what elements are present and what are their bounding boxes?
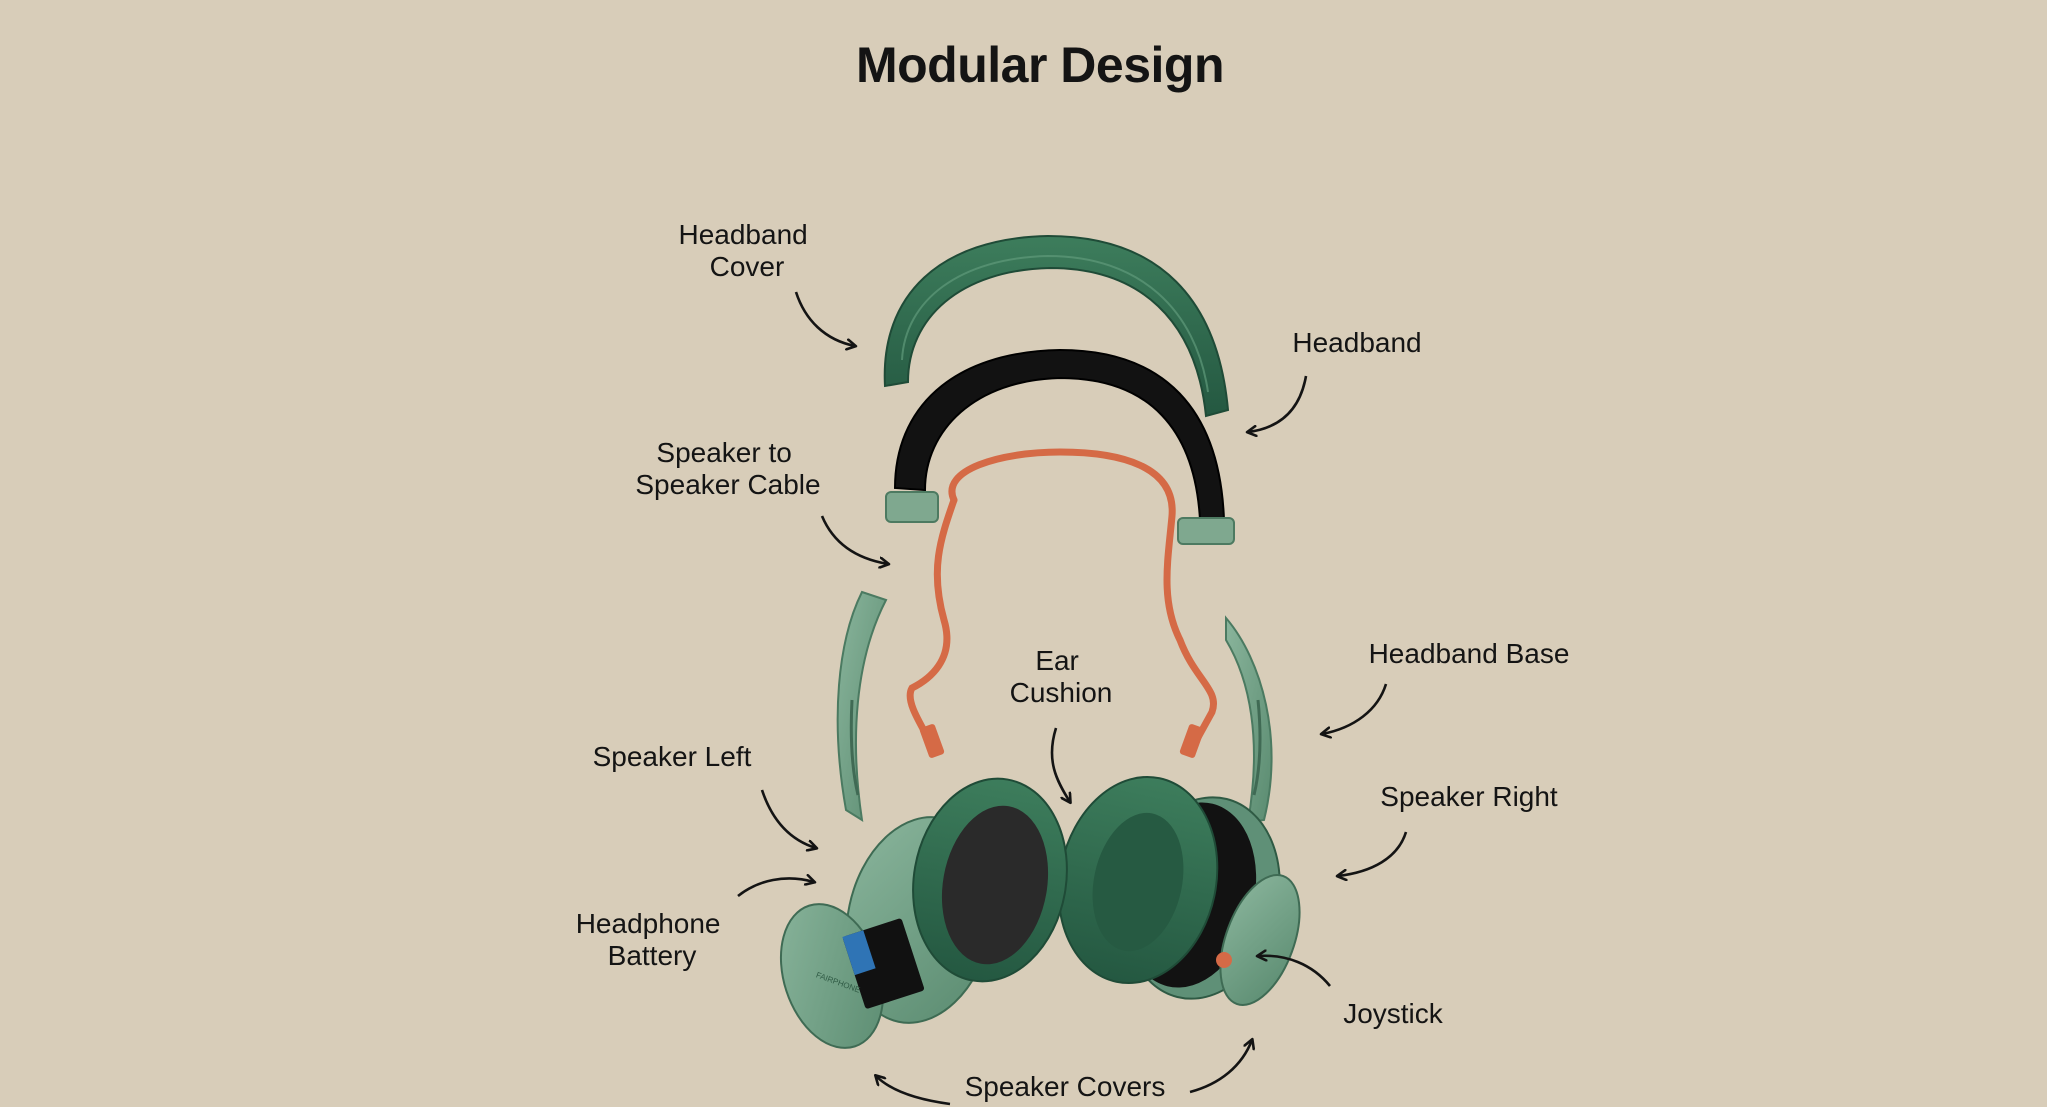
arrow-headband-base — [1322, 683, 1388, 734]
headband-end-left — [885, 491, 939, 523]
label-joystick: Joystick — [1343, 998, 1444, 1029]
label-speaker-cable: Speaker to Speaker Cable — [635, 437, 820, 500]
label-headband-base: Headband Base — [1369, 638, 1570, 669]
arrow-ear-cushion — [1050, 727, 1070, 802]
battery-part — [842, 918, 925, 1009]
label-headband-cover: Headband Cover — [678, 219, 815, 282]
arrow-speaker-cable — [820, 515, 888, 564]
arrow-speaker-right — [1338, 831, 1408, 876]
headband-base-right — [1225, 615, 1273, 824]
arrow-headphone-battery — [737, 878, 814, 898]
headband-base-left — [836, 590, 888, 822]
arrow-speaker-covers-left — [876, 1076, 951, 1106]
arrow-headband-cover — [794, 291, 855, 346]
label-speaker-right: Speaker Right — [1380, 781, 1558, 812]
label-speaker-covers: Speaker Covers — [965, 1071, 1166, 1102]
label-headphone-battery: Headphone Battery — [576, 908, 729, 971]
speaker-cable-part — [948, 448, 1217, 756]
headband-part — [893, 348, 1226, 521]
speaker-cover-right — [1219, 874, 1301, 1006]
joystick-part — [1216, 952, 1232, 968]
arrow-joystick — [1258, 956, 1332, 987]
label-speaker-left: Speaker Left — [593, 741, 752, 772]
arrow-headband — [1248, 375, 1308, 432]
label-headband: Headband — [1292, 327, 1421, 358]
arrow-speaker-covers-right — [1189, 1040, 1252, 1094]
arrow-speaker-left — [760, 789, 816, 848]
headband-end-right — [1177, 517, 1235, 545]
label-ear-cushion: Ear Cushion — [1010, 645, 1113, 708]
page-title: Modular Design — [855, 37, 1225, 93]
